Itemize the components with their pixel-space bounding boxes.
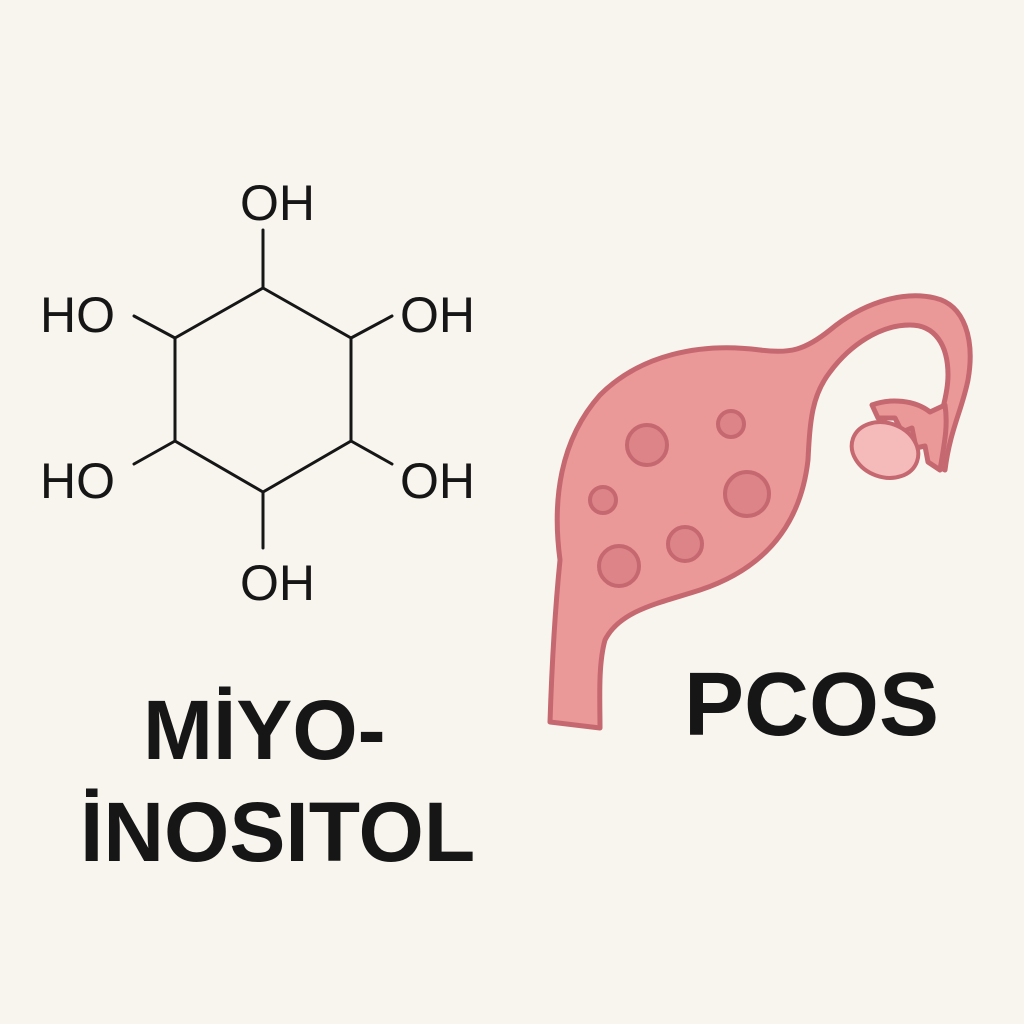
pcos-label: PCOS [684,655,940,755]
hydroxyl-upper-right: OH [400,287,475,343]
uterus-organ [547,293,973,731]
bond [132,439,177,466]
hydroxyl-upper-left: HO [40,287,115,343]
cyst [723,470,771,518]
cyst [597,544,641,588]
hydroxyl-bottom: OH [240,555,315,611]
cyclohexane-ring [173,286,353,494]
cyst [716,409,746,439]
bond [132,314,177,340]
cyst [666,525,704,563]
bond [349,314,394,340]
hydroxyl-lower-left: HO [40,453,115,509]
bond [349,439,394,466]
ovary [849,420,921,480]
hydroxyl-top: OH [240,175,315,231]
inositol-structure [132,228,394,550]
title-line-2: İNOSITOL [80,785,476,879]
cyst [588,485,618,515]
hydroxyl-lower-right: OH [400,453,475,509]
title-line-1: MİYO- [143,683,386,777]
cyst [625,423,669,467]
ovarian-cysts [588,409,771,588]
